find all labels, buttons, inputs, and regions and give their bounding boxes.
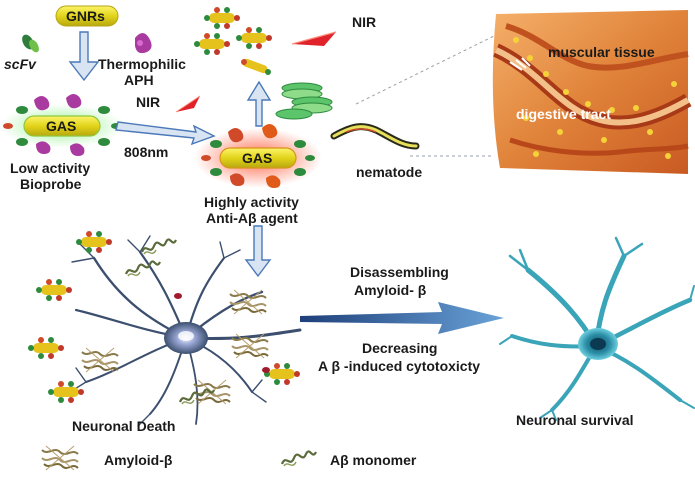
label-gas-mid: GAS [242, 150, 273, 166]
label-nematode: nematode [356, 164, 423, 180]
label-neuronal-survival: Neuronal survival [516, 412, 634, 428]
label-aph: APH [124, 72, 154, 88]
label-highly-activity: Highly activity [204, 194, 299, 210]
label-gas-left: GAS [46, 118, 77, 134]
label-cytotoxicity: A β -induced cytotoxicty [318, 358, 481, 374]
big-arrow [300, 302, 504, 334]
zoom-guide-lines [355, 35, 495, 157]
label-bioprobe: Bioprobe [20, 176, 82, 192]
tissue-inset [492, 10, 692, 174]
label-nir-top: NIR [352, 14, 377, 30]
aph-enzyme-icon [135, 33, 152, 54]
label-low-activity: Low activity [10, 160, 91, 176]
aggregate-rod [241, 58, 271, 75]
down-arrow-2 [244, 225, 272, 278]
label-anti-abeta: Anti-Aβ agent [206, 210, 298, 226]
gas-low-activity-rod [0, 94, 124, 156]
label-amyloid-beta-center: Amyloid- β [354, 282, 427, 298]
abeta-monomers [124, 238, 216, 406]
gnrs-rod [55, 5, 119, 27]
neuron-surviving-soma [578, 328, 618, 360]
label-nir-mid: NIR [136, 94, 161, 110]
label-808nm: 808nm [124, 144, 169, 160]
nir-beam-mid [175, 95, 201, 113]
label-thermophilic: Thermophilic [98, 56, 186, 72]
label-gnrs: GNRs [66, 8, 105, 24]
legend-amyloid-icon [41, 445, 79, 471]
right-arrow-nir [115, 121, 216, 146]
scfv-icon [22, 34, 39, 53]
label-scfv: scFv [4, 56, 36, 72]
nir-beam-top [291, 31, 337, 46]
legend-label-amyloid: Amyloid-β [104, 452, 173, 468]
gas-high-activity-rod [194, 124, 322, 188]
label-muscular-tissue: muscular tissue [548, 44, 655, 60]
down-arrow-1 [68, 31, 100, 82]
up-arrow [246, 80, 272, 127]
petri-dishes [275, 82, 333, 120]
top-rod-cluster [194, 7, 272, 55]
neuron-dying-soma [164, 322, 208, 354]
nematode-worm [330, 123, 420, 150]
label-neuronal-death: Neuronal Death [72, 418, 176, 434]
red-dots [174, 293, 270, 373]
legend-label-monomer: Aβ monomer [330, 452, 417, 468]
legend-monomer-icon [280, 450, 318, 468]
label-decreasing: Decreasing [362, 340, 438, 356]
label-digestive-tract: digestive tract [516, 106, 611, 122]
label-disassembling: Disassembling [350, 264, 449, 280]
